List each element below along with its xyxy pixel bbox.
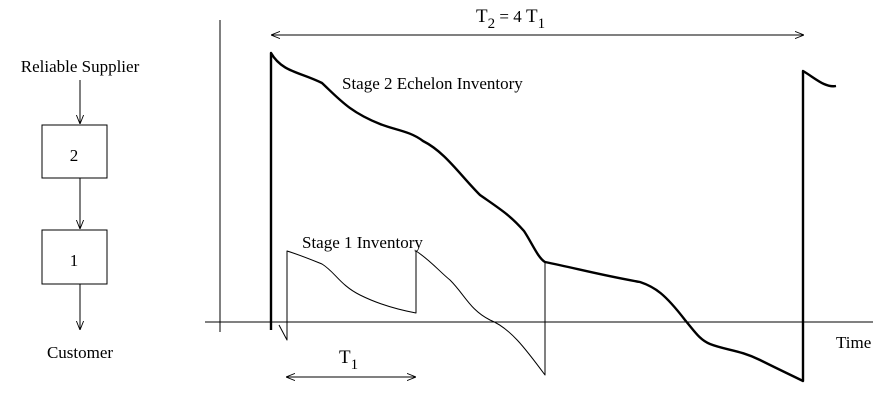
stage1-inventory-curve	[278, 250, 546, 376]
stage2-box-label: 2	[70, 146, 79, 165]
stage2-curve-label: Stage 2 Echelon Inventory	[342, 74, 523, 93]
stage1-curve-label: Stage 1 Inventory	[302, 233, 423, 252]
period-long-label: T2 = 4 T1	[476, 6, 545, 32]
plot-axes: Time	[205, 20, 873, 352]
supply-chain-flow: Reliable Supplier 2 1 Customer	[21, 57, 140, 362]
stage2-echelon-curve	[269, 51, 837, 383]
customer-label: Customer	[47, 343, 113, 362]
period-short-annotation: T1	[286, 347, 416, 377]
x-axis-label: Time	[836, 333, 871, 352]
period-long-annotation: T2 = 4 T1	[271, 6, 804, 35]
stage1-box-label: 1	[70, 251, 79, 270]
period-short-label: T1	[339, 347, 358, 373]
stage1-box	[41, 229, 108, 285]
supplier-label: Reliable Supplier	[21, 57, 140, 76]
stage2-box	[41, 124, 108, 179]
